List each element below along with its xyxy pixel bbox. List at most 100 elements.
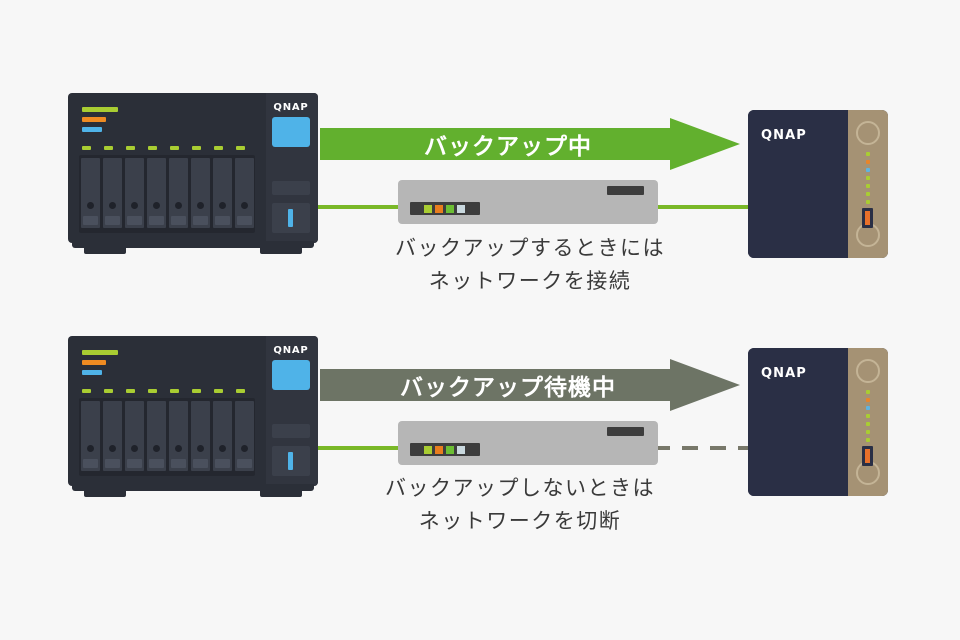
bay-handle (171, 216, 186, 225)
network-switch-bottom (398, 421, 658, 465)
drive-bay[interactable] (147, 158, 166, 228)
bay-handle (83, 459, 98, 468)
status-led-blue (82, 127, 102, 132)
status-led-blue (82, 370, 102, 375)
bay-hole-icon (175, 445, 182, 452)
drive-bay[interactable] (81, 158, 100, 228)
tower-led-orange (866, 398, 870, 402)
tower-led-green (866, 390, 870, 394)
drive-bay[interactable] (125, 158, 144, 228)
drive-bay[interactable] (147, 401, 166, 471)
tower-front-panel (748, 348, 848, 496)
caption-top-line1: バックアップするときには (395, 236, 665, 260)
status-led-green (82, 350, 118, 355)
tower-led-green (866, 184, 870, 188)
drive-bay[interactable] (103, 401, 122, 471)
cable-switch-to-tower-top (652, 205, 750, 209)
bay-hole-icon (241, 445, 248, 452)
qnap-tower-top: QNAP (748, 110, 888, 258)
caption-bottom: バックアップしないときは ネットワークを切断 (330, 472, 710, 538)
bay-handle (237, 216, 252, 225)
nas-copy-button[interactable] (272, 181, 310, 195)
bay-hole-icon (131, 445, 138, 452)
bay-handle (237, 459, 252, 468)
drive-led (148, 389, 157, 393)
bay-hole-icon (87, 445, 94, 452)
drive-bay[interactable] (191, 401, 210, 471)
drive-bay[interactable] (213, 401, 232, 471)
bay-handle (127, 216, 142, 225)
bay-hole-icon (197, 202, 204, 209)
tower-side-panel (848, 348, 888, 496)
drive-led (104, 146, 113, 150)
bay-hole-icon (153, 445, 160, 452)
tower-brand-logo: QNAP (761, 366, 807, 381)
drive-led (82, 389, 91, 393)
nas-foot (84, 243, 126, 254)
power-icon (288, 452, 293, 470)
arrow-shape (320, 118, 740, 170)
drive-bay[interactable] (81, 401, 100, 471)
switch-led-green (446, 204, 454, 213)
bay-hole-icon (219, 202, 226, 209)
nas-power-button[interactable] (272, 446, 310, 476)
drive-led (236, 389, 245, 393)
drive-bay[interactable] (169, 401, 188, 471)
drive-bay[interactable] (169, 158, 188, 228)
cable-nas-to-switch-bottom (318, 446, 404, 450)
status-led-orange (82, 117, 106, 122)
caption-bottom-line2: ネットワークを切断 (418, 509, 622, 533)
bay-handle (127, 459, 142, 468)
tower-front-panel (748, 110, 848, 258)
nas-drive-bays (79, 398, 255, 476)
bay-hole-icon (219, 445, 226, 452)
nas-display-panel (272, 117, 310, 147)
tower-side-panel (848, 110, 888, 258)
bay-hole-icon (153, 202, 160, 209)
bay-handle (193, 216, 208, 225)
bay-handle (105, 216, 120, 225)
nas-device-top: QNAP (68, 93, 318, 255)
nas-base (72, 241, 314, 248)
drive-bay[interactable] (125, 401, 144, 471)
tower-led-green (866, 430, 870, 434)
drive-bay[interactable] (235, 158, 254, 228)
tower-led-green (866, 414, 870, 418)
tower-led-green (866, 438, 870, 442)
tower-led-green (866, 176, 870, 180)
arrow-backup-running: バックアップ中 (320, 118, 740, 170)
bay-handle (149, 216, 164, 225)
nas-chassis: QNAP (68, 336, 318, 486)
nas-foot (260, 486, 302, 497)
arrow-shape (320, 359, 740, 411)
tower-led-green (866, 192, 870, 196)
drive-led (104, 389, 113, 393)
drive-bay[interactable] (213, 158, 232, 228)
drive-bay[interactable] (103, 158, 122, 228)
nas-chassis: QNAP (68, 93, 318, 243)
qnap-tower-bottom: QNAP (748, 348, 888, 496)
tower-led-green (866, 422, 870, 426)
arrow-backup-standby: バックアップ待機中 (320, 359, 740, 411)
caption-top-line2: ネットワークを接続 (428, 269, 632, 293)
switch-led-green (424, 204, 432, 213)
nas-foot (84, 486, 126, 497)
bay-handle (215, 459, 230, 468)
switch-led-orange (435, 204, 443, 213)
bay-hole-icon (131, 202, 138, 209)
switch-led-white (457, 445, 465, 454)
drive-bay[interactable] (191, 158, 210, 228)
drive-led (126, 389, 135, 393)
drive-led (214, 389, 223, 393)
tower-led-orange (866, 160, 870, 164)
nas-drive-bays (79, 155, 255, 233)
tower-led-blue (866, 168, 870, 172)
nas-brand-logo: QNAP (273, 345, 309, 356)
bay-hole-icon (197, 445, 204, 452)
network-switch-top (398, 180, 658, 224)
nas-power-button[interactable] (272, 203, 310, 233)
tower-led-green (866, 200, 870, 204)
drive-bay[interactable] (235, 401, 254, 471)
switch-led-green (446, 445, 454, 454)
nas-copy-button[interactable] (272, 424, 310, 438)
